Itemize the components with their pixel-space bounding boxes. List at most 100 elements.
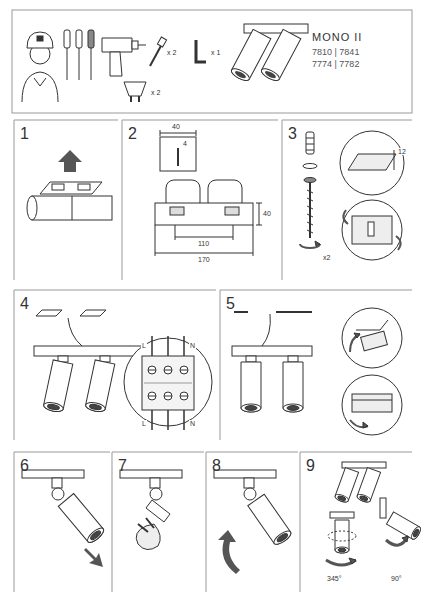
tools-header-part xyxy=(102,38,132,52)
tools-header-part xyxy=(34,78,46,86)
step2-drawing-part xyxy=(155,203,253,225)
step5-drawing-part xyxy=(283,362,303,412)
step5-drawing-part xyxy=(354,333,360,338)
step7-drawing xyxy=(120,470,182,550)
tools-header-part xyxy=(124,82,146,96)
step6-drawing-part xyxy=(52,488,64,500)
step5-drawing-part xyxy=(246,356,256,362)
tools-header-part xyxy=(27,32,53,48)
step3-drawing-part xyxy=(394,150,395,170)
step9-drawing-part xyxy=(349,558,356,564)
step-number: 6 xyxy=(20,458,29,474)
step4-drawing-part xyxy=(34,346,144,356)
terminal-label: N xyxy=(189,342,196,349)
step1-drawing-part xyxy=(52,184,64,190)
step5-drawing-part xyxy=(350,420,368,427)
quantity: x 2 xyxy=(166,49,177,56)
step-panel: 6 xyxy=(14,452,110,592)
step3-drawing-part xyxy=(342,200,402,260)
panel-frames xyxy=(12,10,412,592)
step3-drawing-part xyxy=(306,132,314,154)
step7-drawing-part xyxy=(146,500,170,522)
step7-drawing-part xyxy=(150,478,160,488)
step4-drawing-part xyxy=(43,360,73,413)
step5-drawing-part xyxy=(288,356,298,362)
quantity: x2 xyxy=(322,254,331,261)
panel-frames-part xyxy=(14,452,412,592)
step3-drawing xyxy=(300,131,404,260)
step8-drawing xyxy=(214,470,293,574)
step5-drawing-part xyxy=(350,334,360,352)
tools-header-part xyxy=(132,41,138,49)
step1-drawing-part xyxy=(58,150,82,172)
dimension: 170 xyxy=(197,256,211,263)
step-number: 7 xyxy=(118,458,127,474)
step3-drawing-part xyxy=(348,154,396,170)
step9-drawing-part xyxy=(387,512,423,541)
step-panel: 8 xyxy=(206,452,298,592)
tools-header-part xyxy=(150,44,162,66)
step-number: 5 xyxy=(226,296,235,312)
dimension: 12 xyxy=(397,148,407,155)
step9-drawing-part xyxy=(342,462,386,468)
angle-label: 90° xyxy=(390,575,403,582)
step7-drawing-part xyxy=(150,488,162,500)
product-name: 7774 | 7782 xyxy=(312,60,359,69)
step6-drawing-part xyxy=(58,494,105,545)
tools-header-part xyxy=(37,36,43,41)
step2-drawing-part xyxy=(160,137,196,171)
step9-drawing-part xyxy=(334,468,358,504)
step2-drawing-part xyxy=(155,225,253,256)
step4-drawing-part xyxy=(68,318,82,346)
step3-drawing-part xyxy=(306,138,314,150)
tools-header xyxy=(22,30,206,102)
step5-drawing-part xyxy=(363,422,368,428)
step9-drawing-part xyxy=(402,536,408,542)
step3-drawing-part xyxy=(304,178,316,183)
terminal-label: N xyxy=(189,420,196,427)
step3-drawing-part xyxy=(307,190,313,233)
step1-drawing-part xyxy=(40,182,102,194)
dimension: 4 xyxy=(182,140,188,147)
tools-header-part xyxy=(22,72,58,102)
step9-drawing-part xyxy=(328,531,356,541)
step6-drawing-part xyxy=(22,470,84,478)
panel-frames-part xyxy=(14,120,412,280)
step1-drawing-part xyxy=(32,196,112,220)
step4-drawing-part xyxy=(36,310,62,316)
step8-drawing-part xyxy=(218,530,240,574)
step5-drawing-part xyxy=(361,331,388,351)
step-number: 1 xyxy=(20,126,29,142)
step-number: 3 xyxy=(288,126,297,142)
step5-drawing-part xyxy=(234,311,312,313)
tools-header-part xyxy=(88,30,94,48)
step5-drawing xyxy=(232,308,402,435)
tools-header-part xyxy=(76,30,82,48)
dimension: 40 xyxy=(262,210,272,217)
step5-drawing-part xyxy=(352,400,392,401)
panel-frames-part xyxy=(14,290,412,440)
product-name: 7810 | 7841 xyxy=(312,48,359,57)
step8-drawing-part xyxy=(214,470,276,478)
step2-drawing-part xyxy=(177,148,179,166)
step5-drawing-part xyxy=(262,314,270,346)
step-number: 8 xyxy=(212,458,221,474)
step-number: 9 xyxy=(306,458,315,474)
product-name: MONO II xyxy=(312,32,362,43)
step2-drawing-part xyxy=(170,207,184,215)
step6-drawing-part xyxy=(52,478,62,488)
step9-drawing-part xyxy=(386,536,408,545)
step9-drawing-part xyxy=(380,498,386,518)
step5-drawing-part xyxy=(356,320,388,330)
tools-header-part xyxy=(91,48,92,80)
step6-drawing xyxy=(22,470,106,567)
step3-drawing-part xyxy=(309,182,311,238)
step8-drawing-part xyxy=(244,478,254,488)
step3-drawing-part xyxy=(343,210,400,250)
quantity: x 1 xyxy=(210,49,221,56)
tools-header-part xyxy=(64,30,70,48)
step8-drawing-part xyxy=(248,494,293,546)
tools-header-part xyxy=(196,40,206,62)
tools-header-part xyxy=(131,96,139,102)
step5-drawing-part xyxy=(342,375,402,435)
